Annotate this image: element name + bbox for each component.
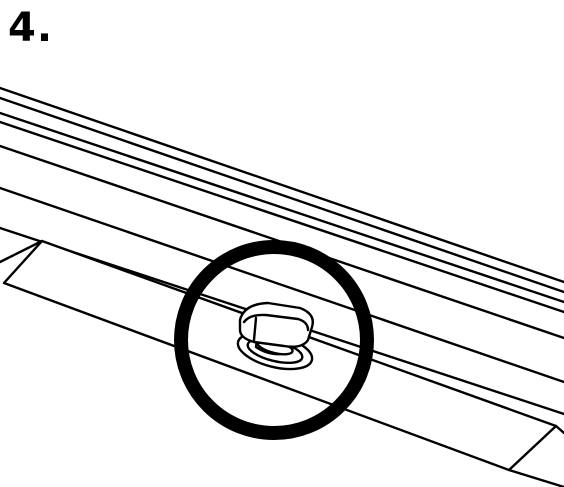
panel-edge bbox=[0, 86, 564, 416]
step-number: 4. bbox=[8, 5, 54, 51]
callout-circle bbox=[174, 240, 374, 440]
rivet-clip bbox=[236, 301, 314, 371]
